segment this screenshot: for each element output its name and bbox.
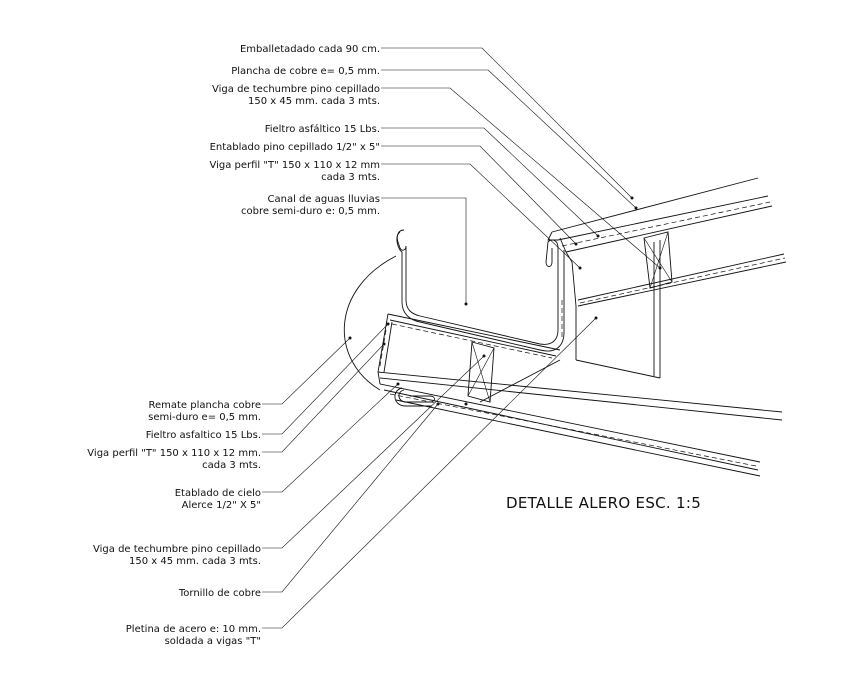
labels_left_group-label-6-line-1: soldada a vigas "T" bbox=[165, 636, 261, 647]
labels_left_group-label-2-line-0: Viga perfil "T" 150 x 110 x 12 mm. bbox=[87, 448, 261, 459]
drawing-title: DETALLE ALERO ESC. 1:5 bbox=[506, 494, 701, 512]
gutter-assembly bbox=[396, 229, 565, 352]
lower-eave-assembly bbox=[343, 255, 783, 477]
labels_right_group-label-5-line-0: Viga perfil "T" 150 x 110 x 12 mm bbox=[209, 160, 380, 171]
leaders-right bbox=[381, 47, 662, 306]
labels_left_group-label-0-line-1: semi-duro e= 0,5 mm. bbox=[148, 412, 261, 423]
labels_left_group-label-6-line-0: Pletina de acero e: 10 mm. bbox=[126, 624, 261, 635]
labels_right_group-label-4-line-0: Entablado pino cepillado 1/2" x 5" bbox=[210, 142, 380, 153]
labels_right_group-label-3-line-0: Fieltro asfáltico 15 Lbs. bbox=[265, 123, 380, 135]
labels_right_group-label-6-line-0: Canal de aguas lluvias bbox=[268, 194, 380, 205]
labels-right: Emballetadado cada 90 cm. Plancha de cobr… bbox=[209, 44, 380, 217]
labels_right_group-label-2-line-1: 150 x 45 mm. cada 3 mts. bbox=[248, 96, 380, 107]
labels_left_group-label-0-line-0: Remate plancha cobre bbox=[148, 400, 261, 411]
labels_left_group-label-3-line-0: Etablado de cielo bbox=[175, 488, 261, 499]
labels_left_group-label-2-line-1: cada 3 mts. bbox=[202, 460, 261, 471]
labels_right_group-label-2-line-0: Viga de techumbre pino cepillado bbox=[212, 84, 380, 95]
labels_right_group-label-6-line-1: cobre semi-duro e: 0,5 mm. bbox=[241, 206, 380, 217]
upper-roof-assembly bbox=[547, 177, 787, 378]
leaders-left bbox=[262, 316, 598, 629]
labels_left_group-label-4-line-1: 150 x 45 mm. cada 3 mts. bbox=[129, 556, 261, 567]
labels_right_group-label-1-line-0: Plancha de cobre e= 0,5 mm. bbox=[231, 66, 380, 77]
labels_left_group-label-1-line-0: Fieltro asfaltico 15 Lbs. bbox=[146, 430, 261, 441]
labels_right_group-label-0-line-0: Emballetadado cada 90 cm. bbox=[240, 44, 380, 55]
labels_left_group-label-3-line-1: Alerce 1/2" X 5" bbox=[182, 500, 261, 511]
labels_left_group-label-5-line-0: Tornillo de cobre bbox=[178, 588, 261, 599]
labels_left_group-label-4-line-0: Viga de techumbre pino cepillado bbox=[93, 544, 261, 555]
labels_right_group-label-5-line-1: cada 3 mts. bbox=[321, 172, 380, 183]
